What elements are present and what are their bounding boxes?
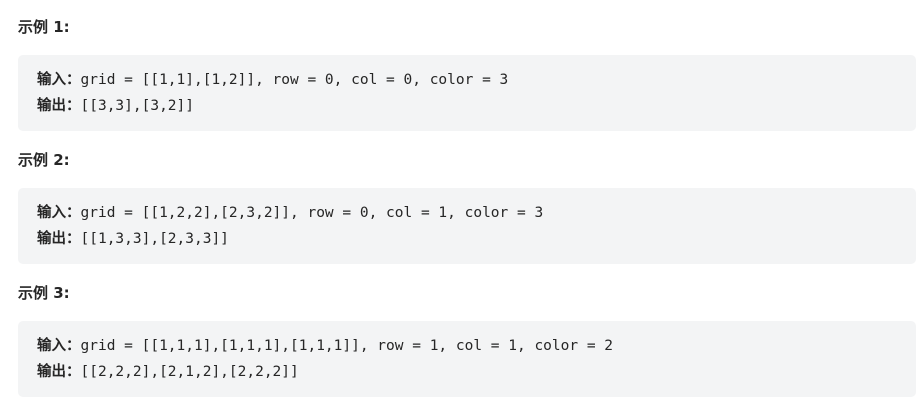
input-label: 输入： xyxy=(37,338,81,354)
example-1-code-block: 输入：grid = [[1,1],[1,2]], row = 0, col = … xyxy=(18,55,916,131)
input-label: 输入： xyxy=(37,72,81,88)
output-label: 输出： xyxy=(37,364,81,380)
output-value: [[1,3,3],[2,3,3]] xyxy=(80,231,229,247)
input-value: grid = [[1,2,2],[2,3,2]], row = 0, col =… xyxy=(80,205,544,221)
output-value: [[2,2,2],[2,1,2],[2,2,2]] xyxy=(80,364,299,380)
input-label: 输入： xyxy=(37,205,81,221)
example-1-title: 示例 1: xyxy=(18,18,70,36)
example-1-output-line: 输出：[[3,3],[3,2]] xyxy=(37,93,916,119)
example-1-input-line: 输入：grid = [[1,1],[1,2]], row = 0, col = … xyxy=(37,67,916,93)
example-2-output-line: 输出：[[1,3,3],[2,3,3]] xyxy=(37,226,916,252)
example-2-code-block: 输入：grid = [[1,2,2],[2,3,2]], row = 0, co… xyxy=(18,188,916,264)
output-label: 输出： xyxy=(37,231,81,247)
output-value: [[3,3],[3,2]] xyxy=(80,98,195,114)
example-2-title: 示例 2: xyxy=(18,151,70,169)
example-3-output-line: 输出：[[2,2,2],[2,1,2],[2,2,2]] xyxy=(37,359,916,385)
example-3-input-line: 输入：grid = [[1,1,1],[1,1,1],[1,1,1]], row… xyxy=(37,333,916,359)
example-2-input-line: 输入：grid = [[1,2,2],[2,3,2]], row = 0, co… xyxy=(37,200,916,226)
example-3-title: 示例 3: xyxy=(18,284,70,302)
input-value: grid = [[1,1,1],[1,1,1],[1,1,1]], row = … xyxy=(80,338,614,354)
output-label: 输出： xyxy=(37,98,81,114)
input-value: grid = [[1,1],[1,2]], row = 0, col = 0, … xyxy=(80,72,509,88)
example-3-code-block: 输入：grid = [[1,1,1],[1,1,1],[1,1,1]], row… xyxy=(18,321,916,397)
